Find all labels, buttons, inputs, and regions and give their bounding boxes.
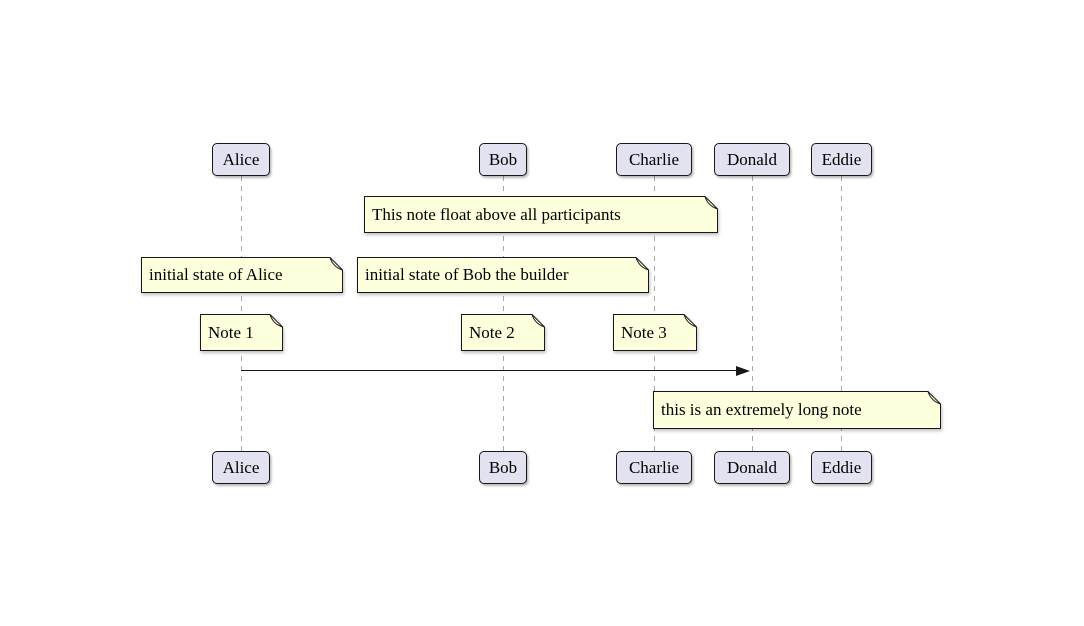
note-shape [141,257,343,293]
note-initial-state-alice: initial state of Alice [141,257,343,293]
note-shape [653,391,941,429]
lifeline-bob [503,176,504,451]
note-text: Note 1 [208,322,254,342]
participant-bob-bottom: Bob [479,451,527,484]
participant-eddie-bottom: Eddie [811,451,872,484]
note-shape [461,314,545,351]
note-text: Note 3 [621,322,667,342]
message-arrow-alice-to-donald [241,370,737,372]
participant-charlie-bottom: Charlie [616,451,692,484]
participant-label: Eddie [821,457,862,477]
note-2: Note 2 [461,314,545,351]
participant-label: Charlie [628,149,680,169]
note-floating-above-participants: This note float above all participants [364,196,718,233]
participant-charlie-top: Charlie [616,143,692,176]
participant-alice-bottom: Alice [212,451,270,484]
lifeline-alice [241,176,242,451]
participant-eddie-top: Eddie [811,143,872,176]
participant-alice-top: Alice [212,143,270,176]
note-shape [613,314,697,351]
note-text: this is an extremely long note [661,400,862,419]
participant-label: Donald [726,457,778,477]
participant-label: Charlie [628,457,680,477]
participant-label: Alice [222,457,260,477]
participant-label: Alice [222,149,260,169]
participant-donald-bottom: Donald [714,451,790,484]
note-shape [364,196,718,233]
lifeline-charlie [654,176,655,451]
note-text: This note float above all participants [372,204,621,224]
participant-bob-top: Bob [479,143,527,176]
participant-donald-top: Donald [714,143,790,176]
note-text: Note 2 [469,322,515,342]
lifeline-donald [752,176,753,451]
arrowhead-icon [736,366,750,376]
note-1: Note 1 [200,314,283,351]
note-text: initial state of Alice [149,265,283,284]
note-initial-state-bob: initial state of Bob the builder [357,257,649,293]
participant-label: Donald [726,149,778,169]
note-shape [200,314,283,351]
participant-label: Bob [488,457,518,477]
note-3: Note 3 [613,314,697,351]
participant-label: Bob [488,149,518,169]
participant-label: Eddie [821,149,862,169]
note-text: initial state of Bob the builder [365,265,569,284]
lifeline-eddie [841,176,842,451]
note-extremely-long: this is an extremely long note [653,391,941,429]
note-shape [357,257,649,293]
